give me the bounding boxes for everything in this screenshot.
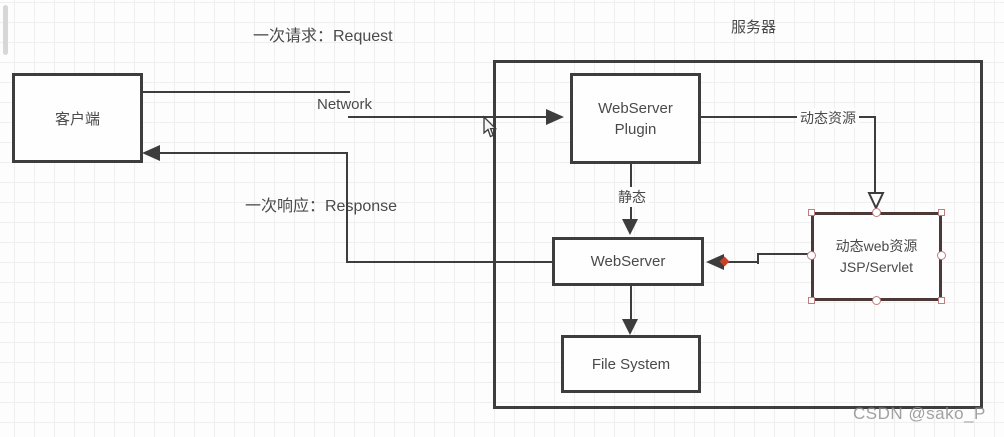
filesystem-arrowhead-icon	[622, 319, 638, 335]
selection-handle-se[interactable]	[938, 297, 945, 304]
response-line-segment1	[346, 261, 553, 263]
jsp-arrowhead-icon	[706, 254, 724, 270]
request-arrowhead-icon	[546, 109, 564, 125]
node-dynamic-web-resource-label-line2: JSP/Servlet	[839, 258, 914, 275]
open-arrowhead-down-icon	[867, 192, 885, 211]
selection-handle-nw[interactable]	[808, 209, 815, 216]
node-webserver-plugin-label-line2: Plugin	[614, 120, 657, 138]
dynamic-line-horizontal	[699, 116, 876, 118]
mouse-cursor-icon	[483, 115, 498, 138]
node-webserver-plugin-label-line1: WebServer	[598, 99, 673, 117]
jsp-line-jog	[757, 253, 759, 264]
selection-handle-sw[interactable]	[808, 297, 815, 304]
network-label: Network	[317, 96, 373, 113]
node-webserver-label: WebServer	[590, 253, 666, 270]
dynamic-resource-label: 动态资源	[797, 108, 859, 128]
selection-handle-ne[interactable]	[938, 209, 945, 216]
selection-handle-e[interactable]	[937, 251, 946, 260]
node-webserver[interactable]: WebServer	[552, 237, 704, 286]
server-region-label: 服务器	[731, 19, 777, 36]
request-line-segment2	[348, 116, 548, 118]
static-label: 静态	[615, 187, 649, 207]
node-file-system-label: File System	[591, 355, 671, 373]
server-region-box[interactable]	[493, 60, 983, 409]
node-client-label: 客户端	[54, 110, 100, 128]
dynamic-line-vertical	[874, 116, 876, 193]
selection-handle-w[interactable]	[807, 251, 816, 260]
node-dynamic-web-resource-label-line1: 动态web资源	[835, 238, 918, 255]
selection-handle-n[interactable]	[872, 208, 881, 217]
static-arrowhead-icon	[622, 219, 638, 235]
node-file-system[interactable]: File System	[561, 335, 701, 393]
response-label: 一次响应：Response	[245, 198, 398, 215]
request-line-segment1	[141, 91, 350, 93]
scrollbar-thumb[interactable]	[3, 5, 8, 55]
jsp-line-segment2	[723, 261, 759, 263]
node-dynamic-web-resource[interactable]: 动态web资源 JSP/Servlet	[811, 212, 942, 301]
filesystem-line	[630, 285, 632, 320]
selection-handle-s[interactable]	[872, 296, 881, 305]
node-client[interactable]: 客户端	[12, 73, 143, 163]
jsp-line-segment1	[757, 253, 812, 255]
watermark: CSDN @sako_P	[853, 404, 986, 423]
node-webserver-plugin[interactable]: WebServer Plugin	[570, 73, 701, 164]
response-arrowhead-icon	[142, 145, 160, 161]
response-line-segment3	[159, 152, 348, 154]
request-label: 一次请求：Request	[253, 28, 393, 45]
response-line-segment2	[346, 152, 348, 263]
